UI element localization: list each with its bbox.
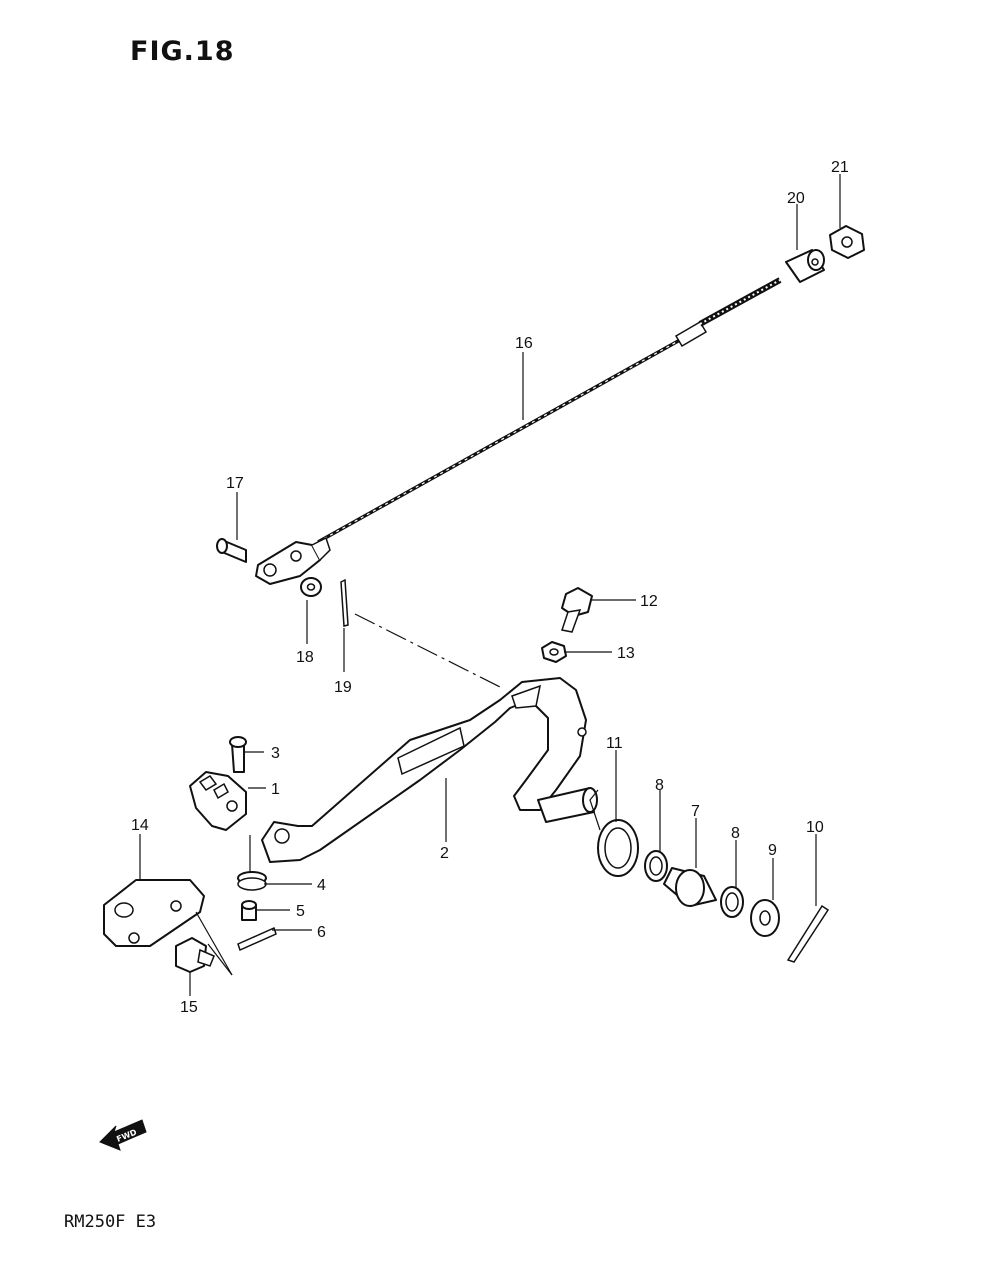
- pedal-tip-1: [189, 771, 247, 831]
- nut-13: [541, 641, 567, 663]
- washer-18: [300, 577, 322, 597]
- callout-8-left: 8: [655, 777, 664, 794]
- cable-joint-20: [785, 249, 825, 283]
- callout-19: 19: [334, 679, 352, 696]
- callout-20: 20: [787, 190, 805, 207]
- bolt-12: [561, 587, 593, 633]
- callout-1: 1: [271, 781, 280, 798]
- callout-16: 16: [515, 335, 533, 352]
- callout-6: 6: [317, 924, 326, 941]
- callout-2: 2: [440, 845, 449, 862]
- callout-17: 17: [226, 475, 244, 492]
- pivot-pin-3: [229, 736, 247, 773]
- callout-7: 7: [691, 803, 700, 820]
- clevis-pin: [216, 538, 247, 563]
- cotter-pin-6: [237, 926, 277, 952]
- adjusting-nut-21: [829, 225, 865, 259]
- callout-4: 4: [317, 877, 326, 894]
- pedal-bracket-14: [103, 879, 205, 947]
- bushing-5: [241, 900, 257, 921]
- callout-8-right: 8: [731, 825, 740, 842]
- dust-seal-8b: [720, 886, 744, 918]
- callout-12: 12: [640, 593, 658, 610]
- model-code: RM250F E3: [64, 1212, 157, 1232]
- bushing-7: [663, 867, 717, 907]
- bolt-15: [175, 911, 233, 976]
- brake-pedal: [261, 677, 598, 863]
- forward-arrow-icon: FWD: [99, 1119, 147, 1151]
- callout-21: 21: [831, 159, 849, 176]
- callout-5: 5: [296, 903, 305, 920]
- washer-9: [750, 899, 780, 937]
- callout-11: 11: [606, 735, 623, 752]
- callout-9: 9: [768, 842, 777, 859]
- return-spring-11: [589, 789, 639, 877]
- callout-14: 14: [131, 817, 149, 834]
- cotter-pin-10: [786, 904, 830, 963]
- callout-15: 15: [180, 999, 198, 1016]
- dust-seal-8a: [644, 850, 668, 882]
- callout-10: 10: [806, 819, 824, 836]
- cotter-pin-19: [340, 578, 349, 627]
- brake-cable-rod: [317, 277, 782, 544]
- spring-4: [237, 835, 267, 891]
- callout-numbers: 16 17 18 19 20 21 12 13 11 8 7 8 9 10 2 …: [131, 159, 849, 1016]
- cable-clevis: [255, 536, 331, 585]
- callout-18: 18: [296, 649, 314, 666]
- callout-3: 3: [271, 745, 280, 762]
- leader-lines: [139, 174, 841, 996]
- callout-13: 13: [617, 645, 635, 662]
- figure-title: FIG.18: [130, 36, 235, 67]
